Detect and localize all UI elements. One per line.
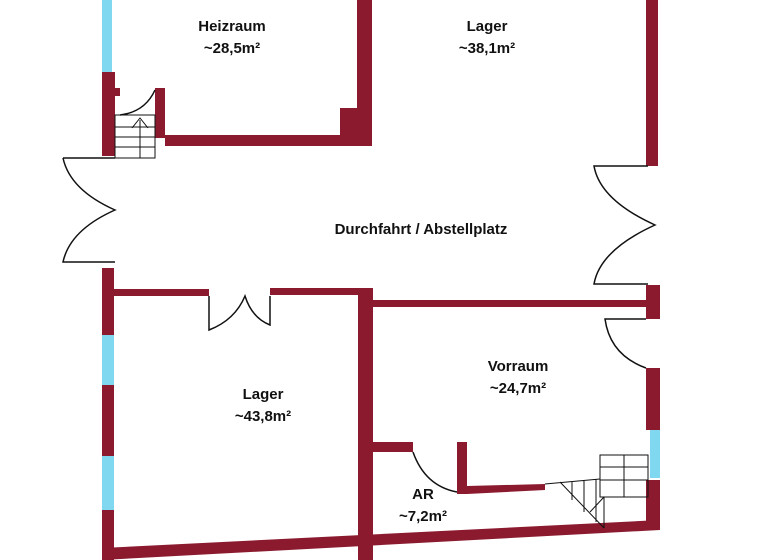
window-lager-west-2 xyxy=(102,456,114,510)
wall xyxy=(646,0,658,166)
room-name: AR xyxy=(412,486,434,503)
wall xyxy=(467,484,545,494)
wall xyxy=(165,135,372,146)
wall xyxy=(457,442,467,494)
room-area: ~7,2m² xyxy=(399,508,447,525)
room-label-ar: AR ~7,2m² xyxy=(399,484,447,528)
window-heizraum-west xyxy=(102,0,112,72)
wall xyxy=(102,520,660,560)
wall xyxy=(115,88,120,96)
room-name: Vorraum xyxy=(487,358,549,375)
door-vorraum xyxy=(604,318,647,369)
room-name: Durchfahrt / Abstellplatz xyxy=(334,221,508,238)
door-east xyxy=(593,165,657,285)
room-name: Lager xyxy=(466,18,508,35)
room-label-lager-bottom: Lager ~43,8m² xyxy=(235,384,291,428)
room-area: ~28,5m² xyxy=(203,40,261,57)
room-area: ~43,8m² xyxy=(234,408,292,425)
room-label-lager-top: Lager ~38,1m² xyxy=(459,16,515,60)
wall xyxy=(102,72,115,156)
door-lager xyxy=(208,293,271,332)
door-heizraum xyxy=(119,89,156,116)
wall xyxy=(646,480,660,528)
wall xyxy=(155,88,165,138)
room-label-durchfahrt: Durchfahrt / Abstellplatz xyxy=(335,219,508,241)
walls xyxy=(102,0,660,560)
wall xyxy=(114,289,209,296)
stair-heizraum xyxy=(114,114,156,159)
room-label-heizraum: Heizraum ~28,5m² xyxy=(198,16,266,60)
wall xyxy=(102,510,114,560)
wall xyxy=(102,385,114,456)
wall xyxy=(646,285,660,319)
door-ar xyxy=(412,451,458,493)
wall xyxy=(646,368,660,430)
room-area: ~24,7m² xyxy=(489,380,547,397)
room-name: Heizraum xyxy=(198,18,266,35)
window-lager-west-1 xyxy=(102,335,114,385)
wall xyxy=(373,300,648,307)
wall xyxy=(270,288,373,295)
stair-vorraum xyxy=(544,454,649,529)
room-name: Lager xyxy=(242,386,284,403)
wall xyxy=(373,442,413,452)
windows xyxy=(102,0,660,510)
door-west xyxy=(62,157,117,263)
wall xyxy=(102,268,114,335)
window-vorraum-east xyxy=(650,430,660,478)
wall xyxy=(358,288,373,560)
doors-and-stairs xyxy=(62,89,657,529)
wall xyxy=(357,0,372,146)
room-area: ~38,1m² xyxy=(458,40,516,57)
room-label-vorraum: Vorraum ~24,7m² xyxy=(488,356,549,400)
